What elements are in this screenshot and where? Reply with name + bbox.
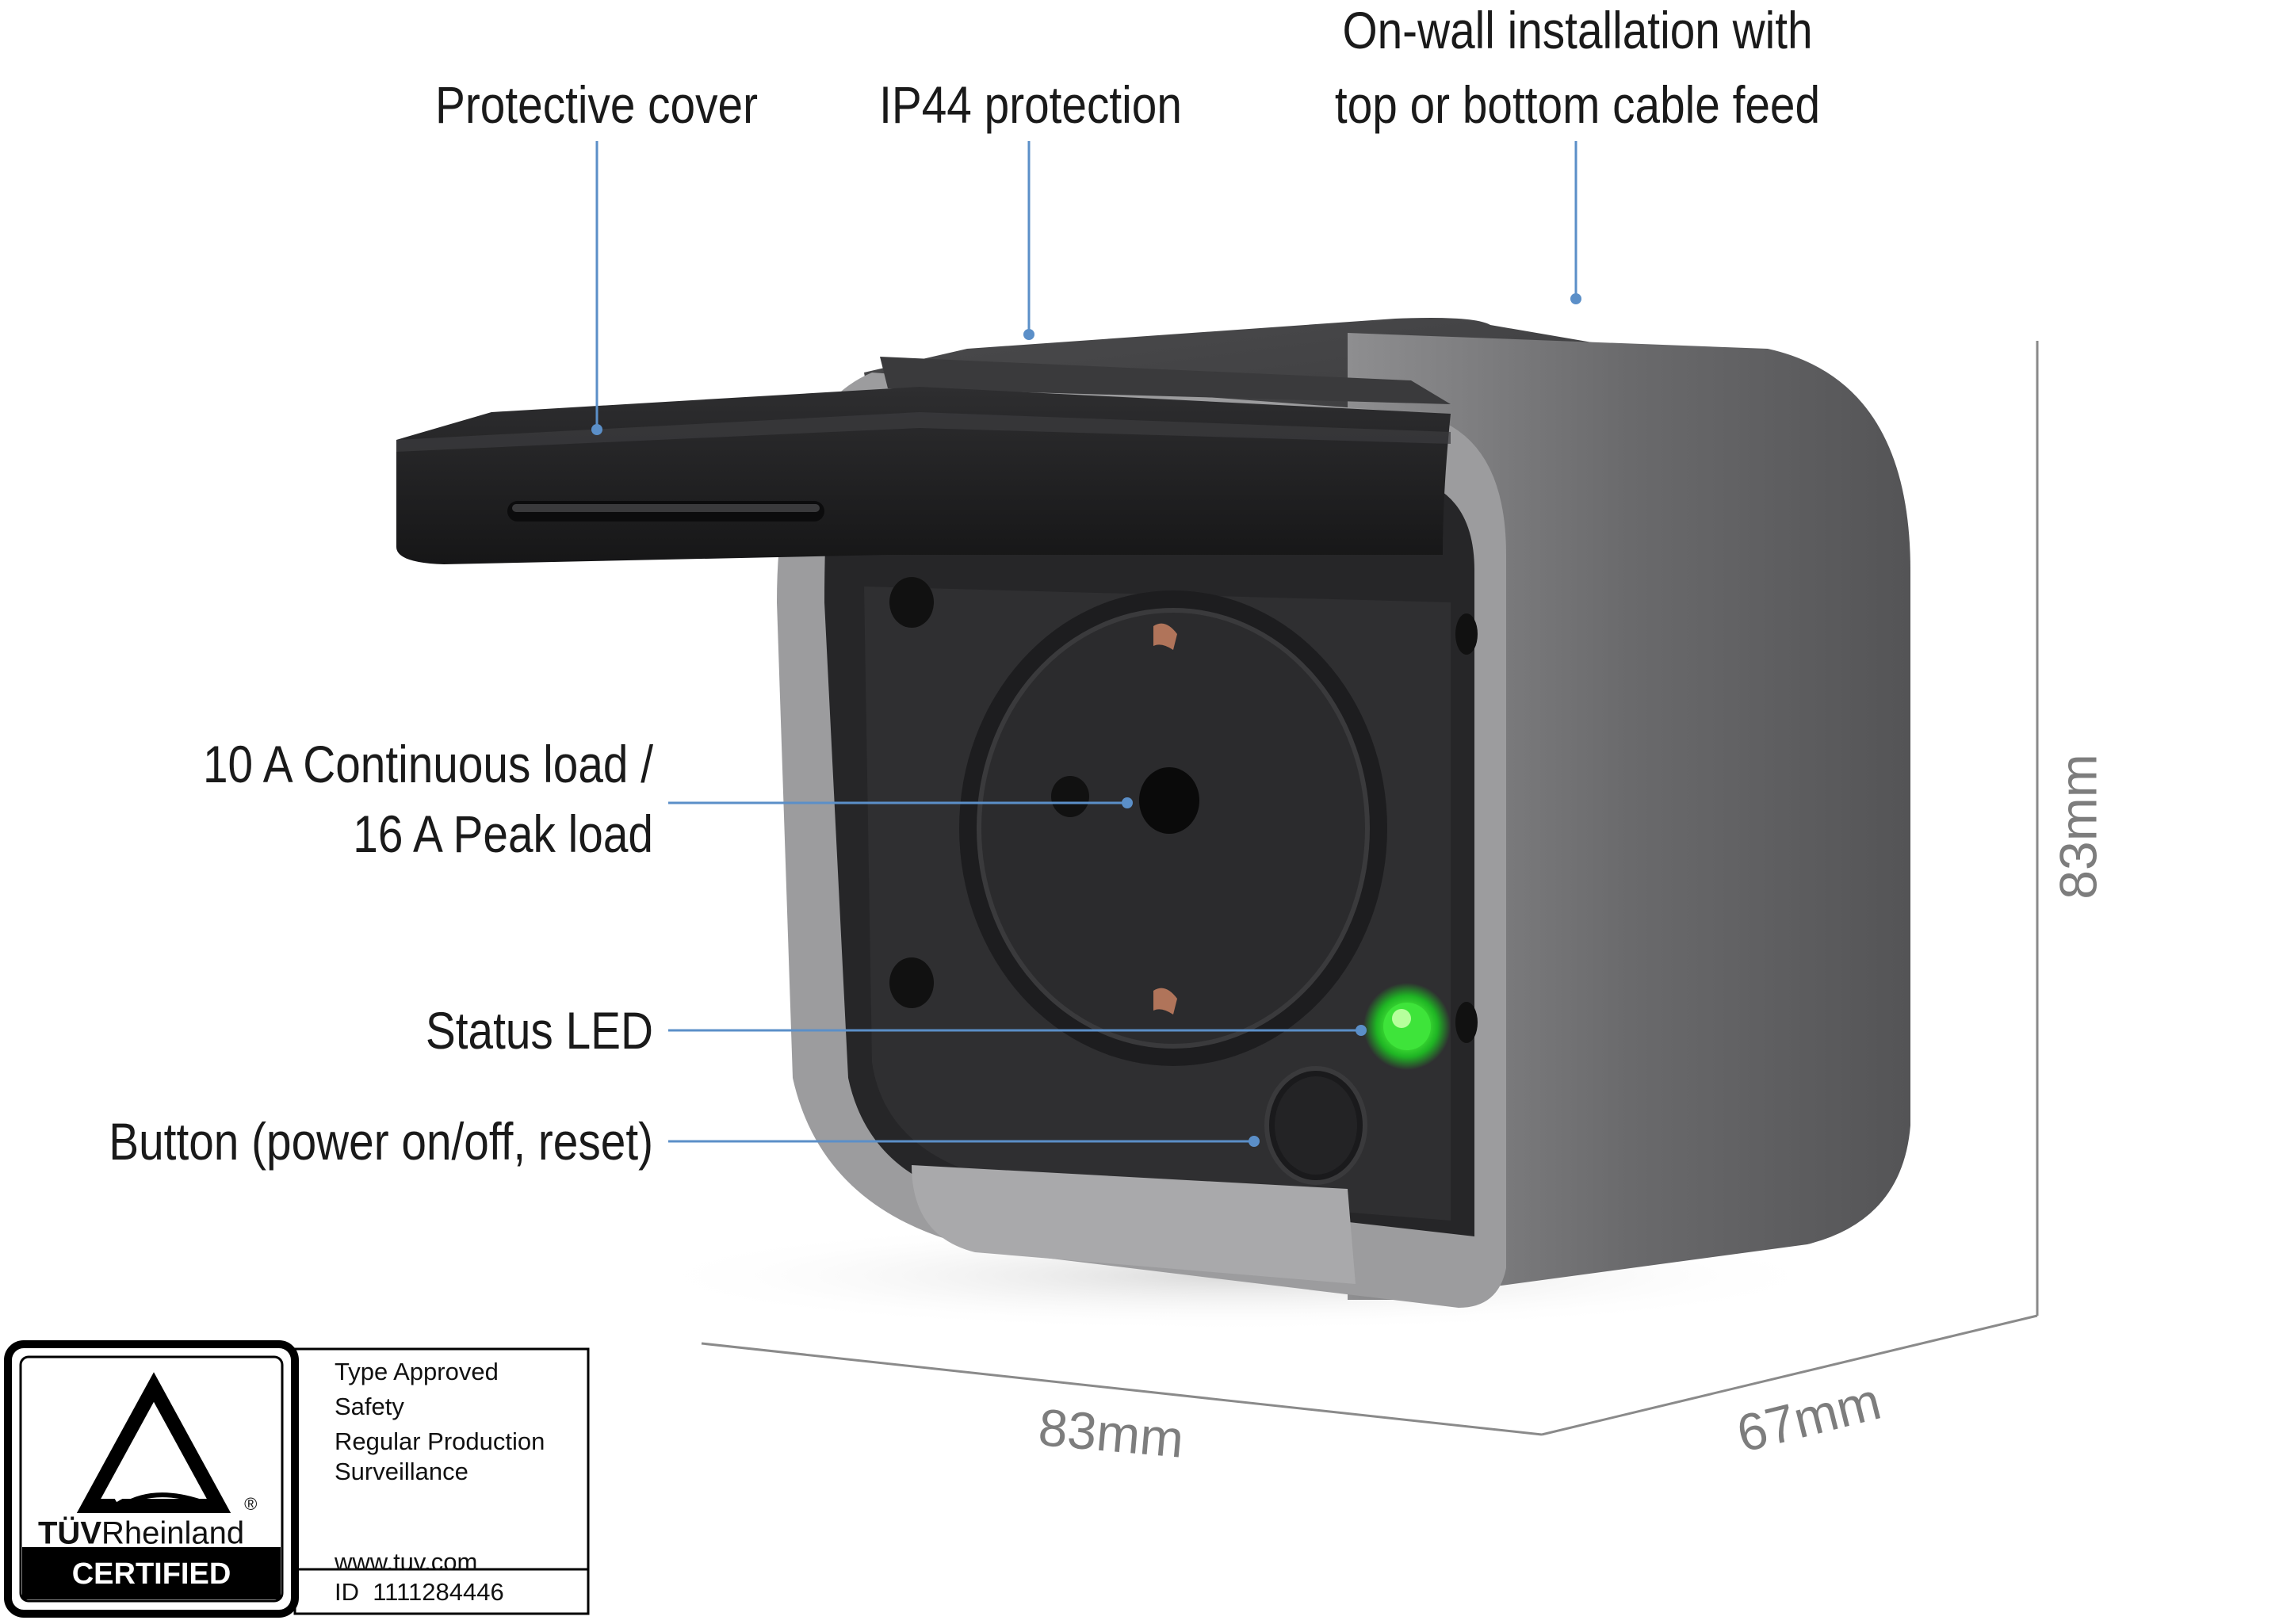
label-ip44-protection: IP44 protection bbox=[879, 75, 1182, 134]
tuv-brand-rheinland: Rheinland bbox=[101, 1515, 245, 1551]
dimension-lines bbox=[701, 341, 2039, 1436]
callout-dots bbox=[591, 293, 1581, 1147]
label-status-led: Status LED bbox=[425, 1001, 653, 1060]
label-button: Button (power on/off, reset) bbox=[109, 1112, 653, 1171]
label-protective-cover: Protective cover bbox=[435, 75, 758, 134]
tuv-id: ID 1111284446 bbox=[335, 1578, 504, 1606]
dimension-width: 83mm bbox=[1036, 1397, 1187, 1469]
tuv-line-safety: Safety bbox=[335, 1393, 404, 1420]
callout-lines bbox=[595, 141, 1577, 1143]
tuv-certificate-badge: TÜVRheinland® CERTIFIED Type Approved Sa… bbox=[3, 1339, 590, 1620]
tuv-brand-tuv: TÜV bbox=[38, 1515, 101, 1551]
tuv-triangle-icon bbox=[76, 1372, 231, 1513]
tuv-brand: TÜVRheinland® bbox=[38, 1494, 257, 1551]
tuv-line-type-approved: Type Approved bbox=[335, 1358, 499, 1385]
tuv-badge-frame bbox=[4, 1340, 590, 1618]
tuv-line-surveillance: Surveillance bbox=[335, 1458, 468, 1485]
label-on-wall-line1: On-wall installation with bbox=[1342, 1, 1813, 59]
dimension-height: 83mm bbox=[2048, 754, 2108, 900]
tuv-website: www.tuv.com bbox=[335, 1548, 478, 1576]
tuv-certified: CERTIFIED bbox=[71, 1557, 231, 1591]
label-on-wall-line2: top or bottom cable feed bbox=[1334, 75, 1821, 134]
label-load-line2: 16 A Peak load bbox=[353, 804, 653, 863]
label-load-line1: 10 A Continuous load / bbox=[202, 735, 654, 793]
tuv-line-regular-production: Regular Production bbox=[335, 1427, 545, 1455]
tuv-registered-mark: ® bbox=[244, 1494, 258, 1514]
